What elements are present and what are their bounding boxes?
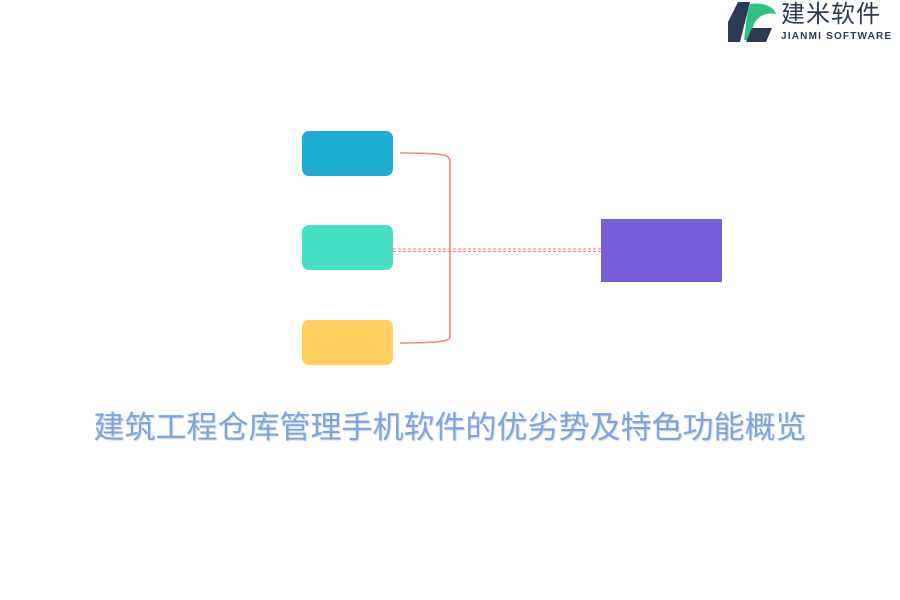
diagram-target-node — [601, 219, 722, 282]
page-title: 建筑工程仓库管理手机软件的优劣势及特色功能概览 — [93, 410, 807, 446]
bracket-connector — [399, 152, 451, 344]
brand-logo: 建米软件 JIANMI SOFTWARE — [724, 0, 900, 46]
diagram-node-3 — [302, 320, 393, 365]
jianmi-leaf-logo-icon — [728, 2, 776, 42]
logo-text-en: JIANMI SOFTWARE — [781, 31, 893, 42]
diagram-node-2 — [302, 225, 393, 270]
logo-text-cn: 建米软件 — [781, 0, 881, 28]
diagram-node-1 — [302, 131, 393, 176]
